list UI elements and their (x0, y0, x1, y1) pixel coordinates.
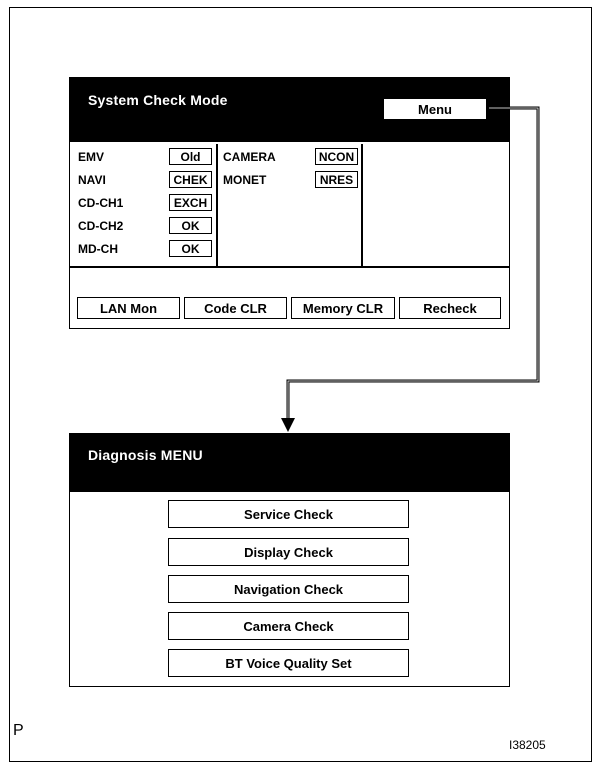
bt-voice-quality-set-button[interactable]: BT Voice Quality Set (168, 649, 409, 677)
navigation-check-button[interactable]: Navigation Check (168, 575, 409, 603)
camera-check-button[interactable]: Camera Check (168, 612, 409, 640)
figure-id-label: I38205 (509, 738, 546, 752)
menu-button[interactable]: Menu (383, 98, 487, 120)
device-code-navi[interactable]: CHEK (169, 171, 212, 188)
device-code-camera[interactable]: NCON (315, 148, 358, 165)
diagnosis-titlebar: Diagnosis MENU (70, 434, 509, 492)
diagnosis-menu-screen: Diagnosis MENU Service Check Display Che… (69, 433, 510, 687)
device-label-cd-ch2: CD-CH2 (78, 219, 124, 233)
memory-clr-button[interactable]: Memory CLR (291, 297, 395, 319)
diagnosis-title: Diagnosis MENU (88, 447, 203, 463)
service-check-button[interactable]: Service Check (168, 500, 409, 528)
column-divider (361, 144, 363, 267)
lan-mon-button[interactable]: LAN Mon (77, 297, 180, 319)
arrow-head-icon (281, 418, 295, 432)
device-code-monet[interactable]: NRES (315, 171, 358, 188)
system-check-title: System Check Mode (88, 92, 228, 108)
device-label-emv: EMV (78, 150, 105, 164)
column-divider (216, 144, 218, 267)
device-code-md-ch[interactable]: OK (169, 240, 212, 257)
footer-left-label: P (13, 722, 24, 739)
device-code-cd-ch2[interactable]: OK (169, 217, 212, 234)
device-code-cd-ch1[interactable]: EXCH (169, 194, 212, 211)
system-check-body: EMV Old NAVI CHEK CD-CH1 EXCH CD-CH2 OK … (70, 142, 509, 328)
device-label-cd-ch1: CD-CH1 (78, 196, 124, 210)
device-label-navi: NAVI (78, 173, 106, 187)
recheck-button[interactable]: Recheck (399, 297, 501, 319)
system-check-titlebar: System Check Mode Menu (70, 78, 509, 142)
device-label-camera: CAMERA (223, 150, 276, 164)
display-check-button[interactable]: Display Check (168, 538, 409, 566)
system-check-screen: System Check Mode Menu EMV Old NAVI CHEK… (69, 77, 510, 329)
device-label-md-ch: MD-CH (78, 242, 118, 256)
figure-frame (9, 7, 592, 762)
code-clr-button[interactable]: Code CLR (184, 297, 287, 319)
device-label-monet: MONET (223, 173, 267, 187)
device-code-emv[interactable]: Old (169, 148, 212, 165)
status-divider (70, 266, 509, 268)
